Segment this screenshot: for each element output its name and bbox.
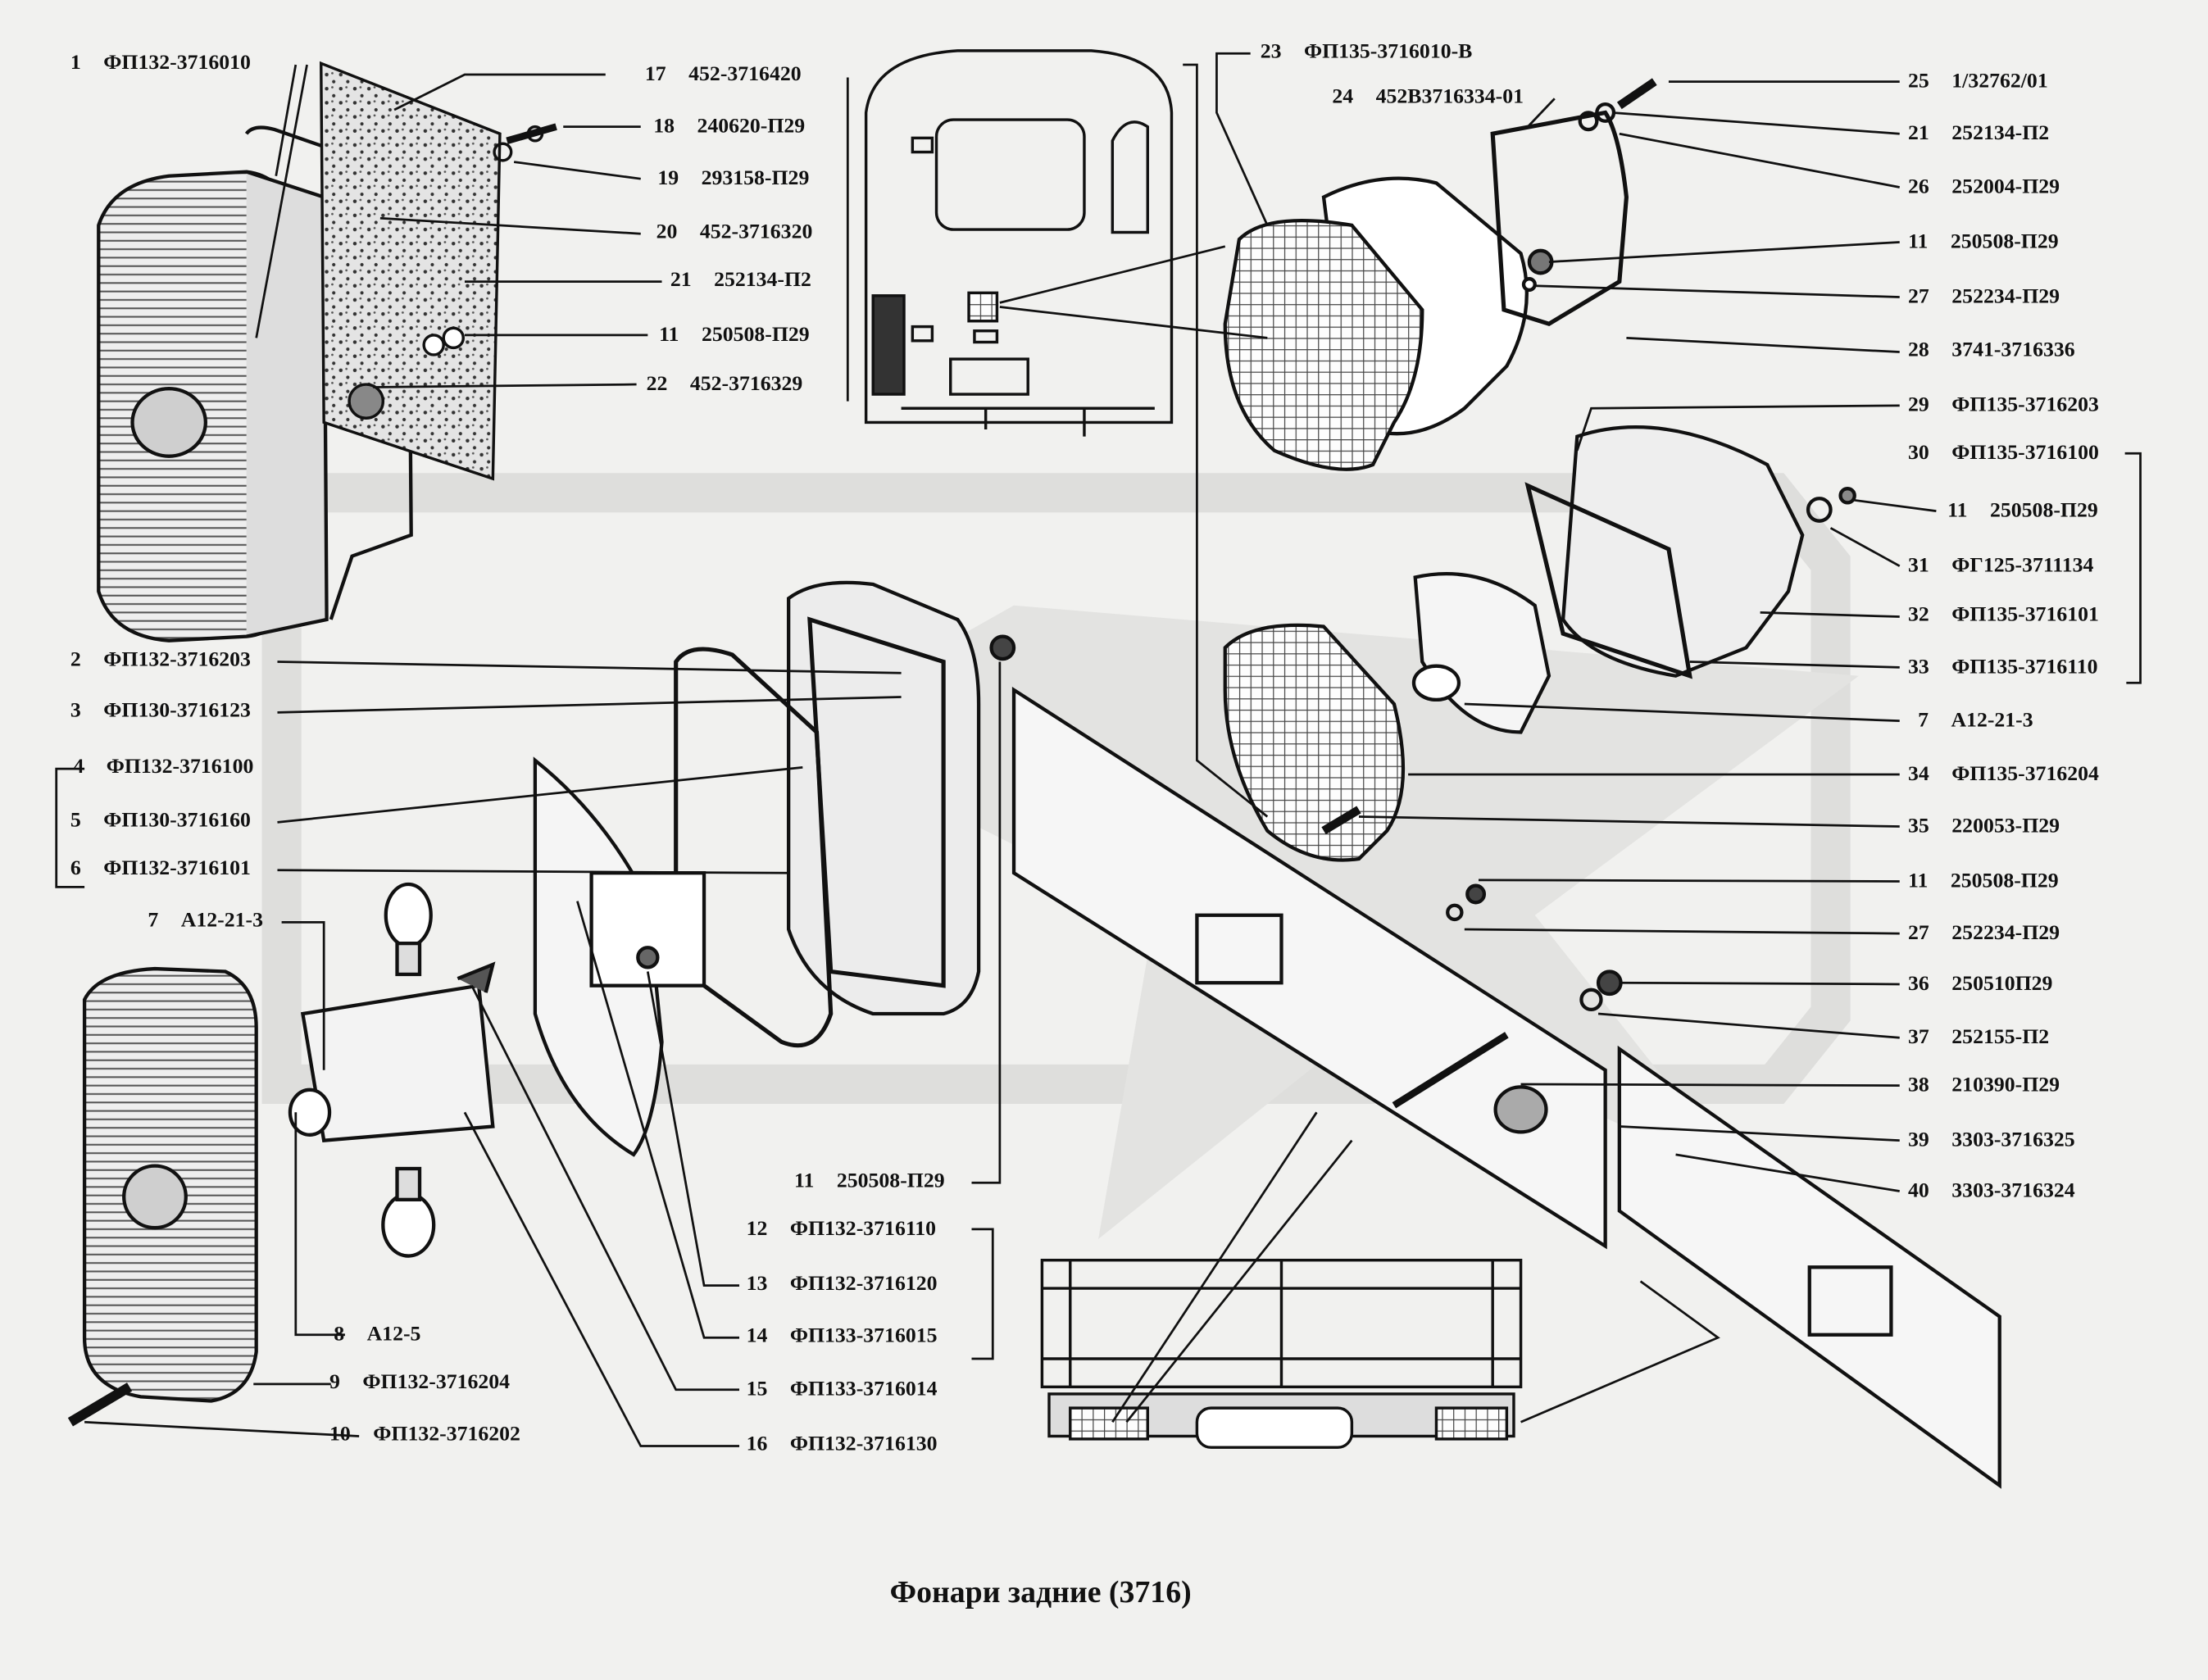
right-lamp-23: [1223, 78, 1657, 471]
leader-lines: [55, 52, 2142, 1447]
bulbs-and-socket: [288, 882, 496, 1258]
left-lamp-9: [67, 966, 258, 1427]
van-rear-view: [864, 49, 1174, 437]
truck-rear-view: [1040, 1258, 1523, 1449]
rear-bar: [1011, 686, 2001, 1489]
centre-lamp-housing: [533, 580, 1016, 1157]
right-lamp-29: [1223, 425, 1856, 862]
panel-17: [319, 61, 557, 481]
diagram-title: Фонари задние (3716): [889, 1573, 1192, 1610]
